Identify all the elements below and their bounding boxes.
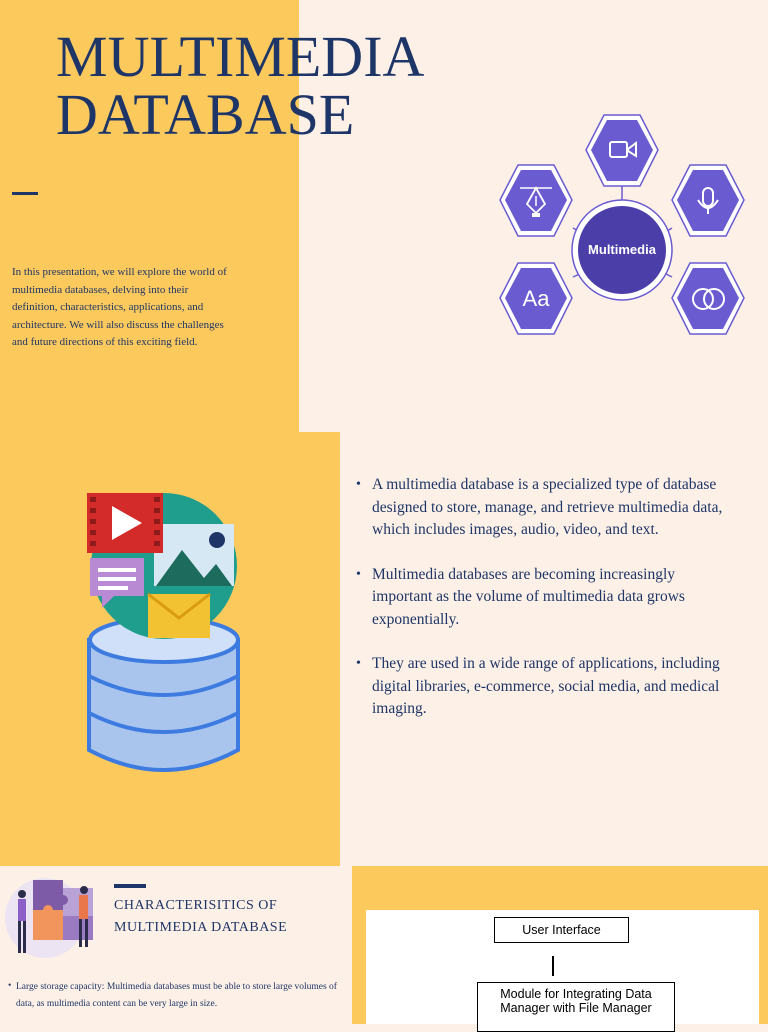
text-icon: Aa: [499, 262, 573, 335]
slide2-cream-panel: [340, 432, 768, 866]
slide-title: MULTIMEDIA DATABASE: [56, 24, 422, 147]
characteristics-title: CHARACTERISITICS OF MULTIMEDIA DATABASE: [114, 898, 288, 935]
definition-bullets: •A multimedia database is a specialized …: [356, 474, 736, 743]
list-item: •Multimedia databases are becoming incre…: [356, 565, 685, 628]
puzzle-team-illustration: [5, 878, 93, 958]
video-camera-icon: [585, 114, 659, 187]
list-item: •Large storage capacity: Multimedia data…: [8, 981, 337, 1009]
envelope-icon: [147, 592, 211, 638]
list-item: •They are used in a wide range of applic…: [356, 655, 720, 717]
connector-line: [552, 956, 554, 976]
database-illustration: [87, 493, 240, 772]
intro-text: In this presentation, we will explore th…: [12, 266, 227, 349]
chat-icon: [90, 558, 144, 608]
overlap-circles-icon: [671, 262, 745, 335]
hub-label: Multimedia: [588, 242, 657, 257]
slide1-yellow-panel: [0, 0, 299, 432]
integration-module-box: Module for Integrating Data Manager with…: [477, 982, 675, 1032]
database-cylinder-icon: [87, 616, 240, 772]
multimedia-hub-circle: [571, 199, 673, 301]
multimedia-hub-diagram: Multimedia Aa: [499, 114, 745, 335]
text-icon-glyph: Aa: [523, 286, 551, 311]
title-dash: [12, 192, 38, 195]
section-dash: [114, 884, 146, 888]
pen-tool-icon: [499, 164, 573, 237]
video-play-icon: [87, 493, 163, 553]
user-interface-box: User Interface: [494, 917, 629, 943]
image-icon: [154, 524, 234, 586]
microphone-icon: [671, 164, 745, 237]
list-item: •A multimedia database is a specialized …: [356, 476, 723, 538]
